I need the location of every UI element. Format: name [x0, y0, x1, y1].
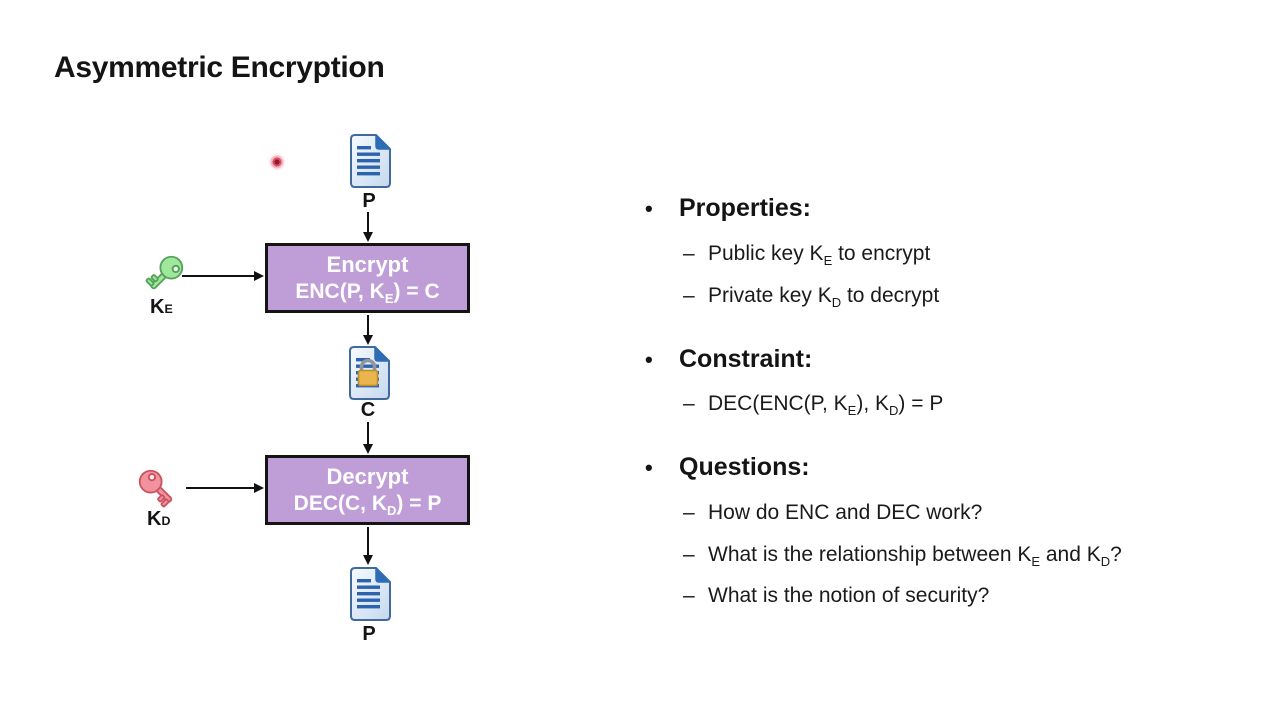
dash-marker: –: [683, 543, 695, 566]
bullet-item-text: Public key KE to encrypt: [708, 242, 931, 269]
dash-marker: –: [683, 284, 695, 307]
bullet-heading-properties: • Properties:: [645, 194, 811, 223]
bullet-item-how-enc-dec-work: – How do ENC and DEC work?: [683, 501, 982, 525]
plaintext-label-bottom: P: [362, 623, 376, 645]
lock-icon: [357, 358, 379, 387]
public-key-icon: [143, 252, 187, 296]
decrypt-box-title: Decrypt: [326, 464, 409, 490]
dash-marker: –: [683, 242, 695, 265]
plaintext-document-icon-bottom: [350, 567, 391, 621]
bullet-item-text: How do ENC and DEC work?: [708, 501, 983, 524]
decrypt-box: Decrypt DEC(C, KD) = P: [265, 455, 470, 525]
arrow-public-key-to-encrypt: [182, 270, 264, 281]
encrypt-box: Encrypt ENC(P, KE) = C: [265, 243, 470, 313]
arrow-ciphertext-to-decrypt: [362, 422, 373, 454]
slide-title: Asymmetric Encryption: [54, 51, 385, 84]
bullet-heading-questions: • Questions:: [645, 453, 810, 482]
bullet-item-public-key: – Public key KE to encrypt: [683, 242, 931, 269]
laser-pointer-dot: [268, 153, 286, 171]
bullet-marker: •: [645, 455, 653, 480]
bullet-item-relationship-keys: – What is the relationship between KE an…: [683, 543, 1122, 570]
bullet-item-text: What is the relationship between KE and …: [708, 543, 1122, 570]
bullet-item-text: DEC(ENC(P, KE), KD) = P: [708, 392, 944, 419]
decrypt-box-formula: DEC(C, KD) = P: [293, 491, 442, 518]
arrow-private-key-to-decrypt: [186, 482, 264, 493]
bullet-item-notion-of-security: – What is the notion of security?: [683, 584, 989, 608]
bullet-marker: •: [645, 347, 653, 372]
encrypt-box-formula: ENC(P, KE) = C: [295, 279, 440, 306]
dash-marker: –: [683, 392, 695, 415]
bullet-item-text: What is the notion of security?: [708, 584, 990, 607]
private-key-icon: [135, 466, 179, 510]
bullet-marker: •: [645, 196, 653, 221]
bullet-item-constraint-formula: – DEC(ENC(P, KE), KD) = P: [683, 392, 944, 419]
encrypt-box-title: Encrypt: [326, 252, 409, 278]
arrow-decrypt-to-plaintext: [362, 527, 373, 565]
bullet-heading-constraint: • Constraint:: [645, 345, 812, 374]
dash-marker: –: [683, 501, 695, 524]
ciphertext-document-icon: [349, 346, 390, 400]
bullet-item-text: Private key KD to decrypt: [708, 284, 940, 311]
arrow-encrypt-to-ciphertext: [362, 315, 373, 345]
arrow-plaintext-to-encrypt: [362, 212, 373, 242]
bullet-item-private-key: – Private key KD to decrypt: [683, 284, 940, 311]
bullet-heading-text: Constraint:: [679, 345, 813, 373]
plaintext-label-top: P: [362, 190, 376, 212]
dash-marker: –: [683, 584, 695, 607]
plaintext-document-icon-top: [350, 134, 391, 188]
bullet-heading-text: Properties:: [679, 194, 811, 222]
bullet-heading-text: Questions:: [679, 453, 810, 481]
ciphertext-label: C: [360, 399, 376, 421]
